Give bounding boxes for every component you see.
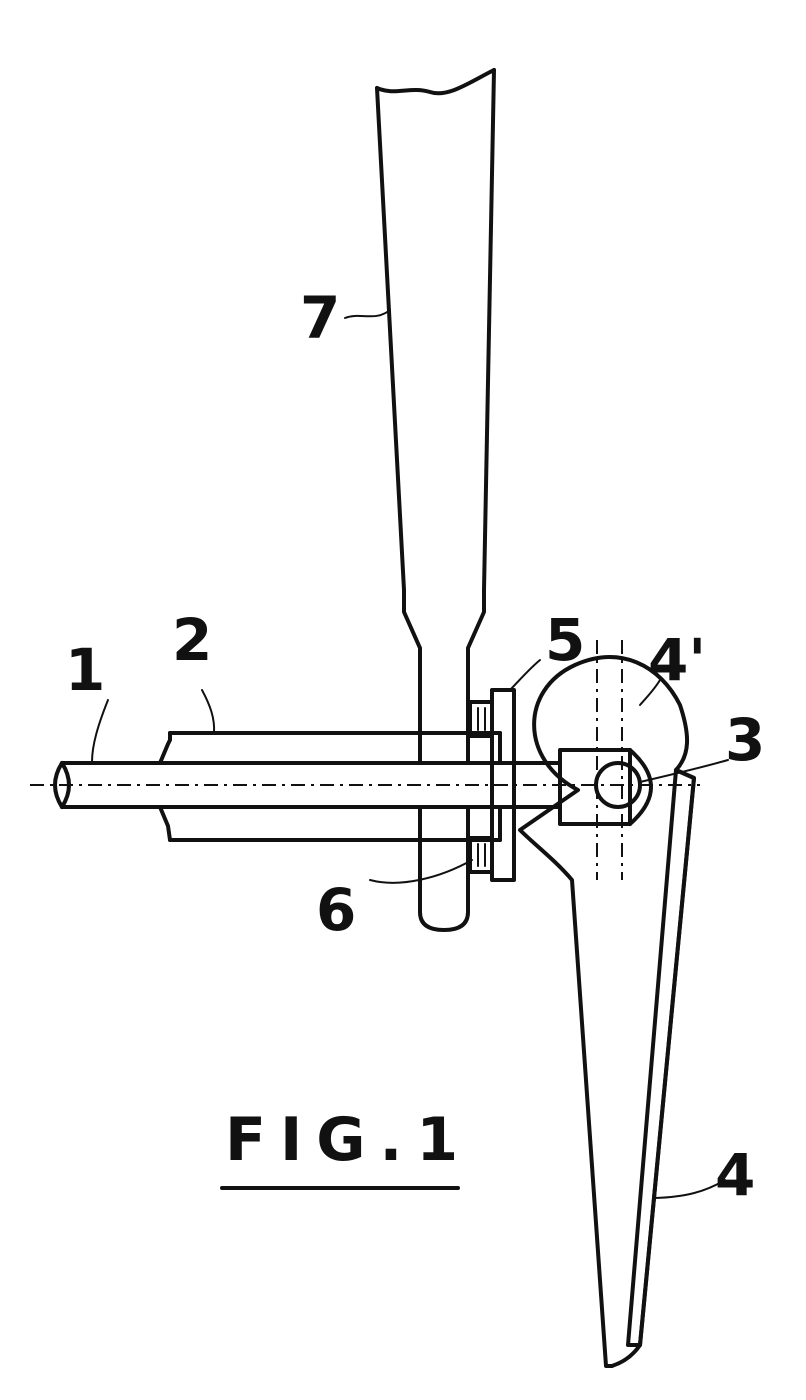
label-1: 1 (65, 636, 105, 704)
label-3: 3 (725, 706, 765, 774)
handle-7 (375, 68, 496, 932)
label-2: 2 (172, 606, 212, 674)
label-6: 6 (316, 876, 356, 944)
shaft-1 (30, 761, 700, 809)
figure-caption: FIG.1 (220, 1105, 472, 1190)
sleeve-2 (158, 731, 502, 842)
washer-6 (468, 700, 494, 874)
leader-lines (91, 309, 729, 1199)
caption-text: FIG.1 (225, 1105, 472, 1175)
label-5: 5 (545, 606, 585, 674)
pin-3 (594, 761, 642, 809)
label-4: 4 (715, 1141, 755, 1209)
label-4-prime: 4' (648, 626, 706, 694)
blade-4 (518, 640, 696, 1368)
flange-5 (490, 688, 516, 882)
label-7: 7 (300, 284, 340, 352)
